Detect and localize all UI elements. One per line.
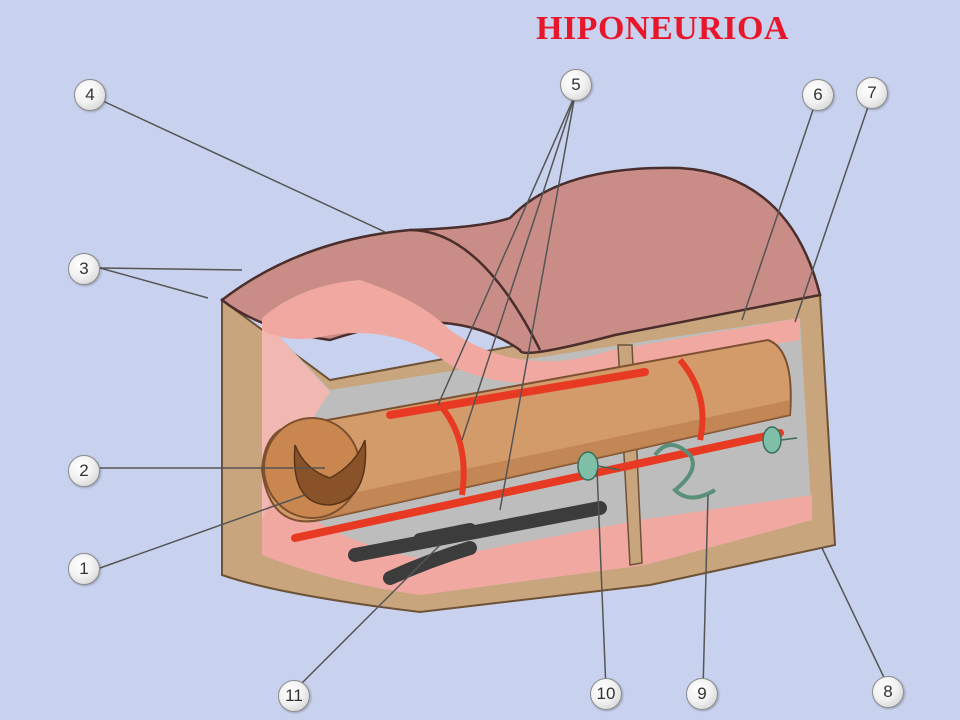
- leader-11: [294, 544, 441, 691]
- inner-lining-top: [262, 280, 800, 384]
- leader-5a: [437, 94, 576, 406]
- label-1: 1: [68, 553, 100, 585]
- leader-6: [741, 94, 819, 321]
- blood-vessel-branch-1: [437, 403, 467, 496]
- leader-7: [794, 94, 873, 323]
- label-2: 2: [68, 455, 100, 487]
- sheath-top-divider: [409, 228, 542, 351]
- leader-8: [821, 547, 891, 691]
- dark-vessel: [348, 501, 607, 585]
- leader-9: [702, 494, 709, 691]
- label-7: 7: [856, 77, 888, 109]
- leader-5c: [499, 94, 576, 511]
- label-6: 6: [802, 79, 834, 111]
- nerve-ending-right: [762, 426, 798, 454]
- label-5: 5: [560, 69, 592, 101]
- leader-4: [89, 94, 386, 233]
- leader-10: [596, 469, 607, 691]
- nerve-ending-10: [577, 451, 621, 481]
- nerve-coil-9: [653, 443, 717, 500]
- blood-vessel-upper: [386, 368, 649, 419]
- leader-1: [99, 494, 306, 569]
- axon-shadow: [320, 400, 790, 520]
- label-3: 3: [68, 253, 100, 285]
- label-8: 8: [872, 676, 904, 708]
- label-4: 4: [74, 79, 106, 111]
- blood-vessel-lower: [291, 429, 784, 542]
- leader-3b: [99, 267, 209, 299]
- diagram-title: HIPONEURIOA: [536, 10, 789, 47]
- blood-vessel-branch-2: [677, 358, 706, 441]
- label-11: 11: [278, 680, 310, 712]
- label-9: 9: [686, 678, 718, 710]
- leader-5b: [461, 94, 576, 441]
- axon-cylinder: [260, 338, 792, 523]
- axon-core: [293, 439, 367, 506]
- label-10: 10: [590, 678, 622, 710]
- leader-3a: [99, 267, 243, 271]
